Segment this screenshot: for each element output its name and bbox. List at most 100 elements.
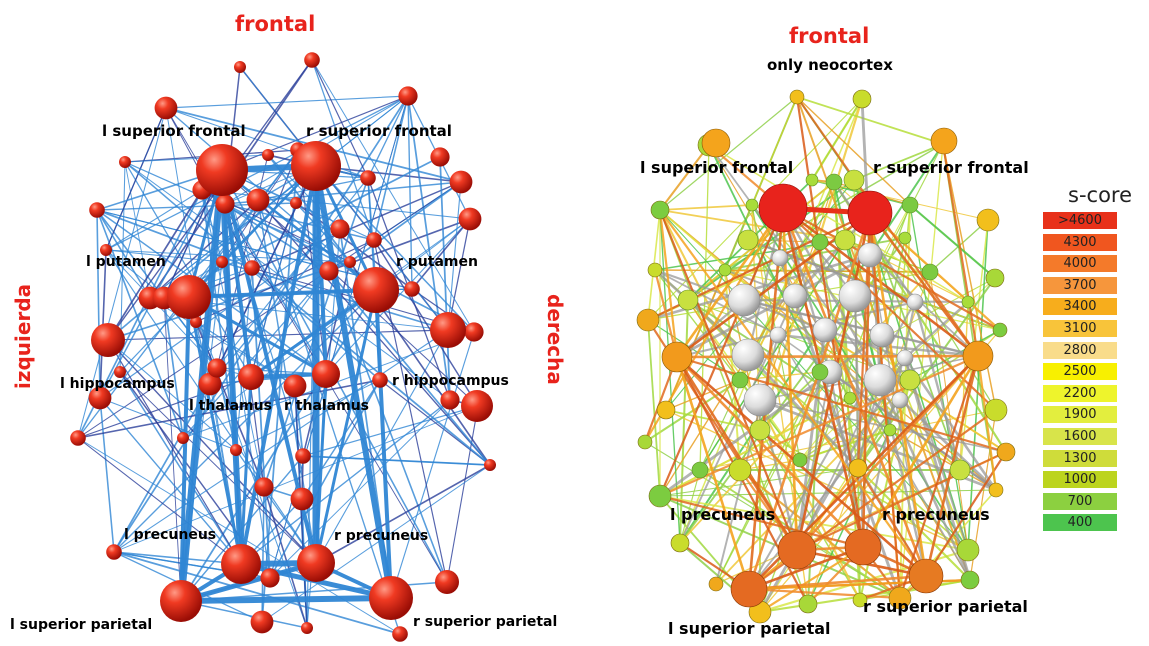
network-node	[262, 149, 274, 161]
network-edge	[658, 143, 711, 212]
legend-swatch: >4600	[1043, 212, 1117, 229]
legend-label: 2500	[1063, 364, 1097, 380]
legend-label: 3400	[1063, 299, 1097, 315]
network-edge	[105, 189, 203, 251]
network-node	[812, 317, 838, 343]
right-subtitle-only-neocortex: only neocortex	[767, 56, 893, 74]
hub-node	[312, 360, 340, 388]
network-edge	[446, 405, 479, 583]
hub-edge	[868, 211, 980, 358]
legend-label: 1000	[1063, 472, 1097, 488]
left-frontal-title: frontal	[235, 12, 316, 36]
network-edge	[878, 378, 972, 582]
network-edge	[679, 469, 701, 544]
network-node	[392, 626, 408, 642]
hub-node	[238, 364, 264, 390]
network-edge	[295, 202, 351, 263]
network-edge	[311, 59, 369, 179]
network-edge	[124, 154, 269, 163]
network-node	[996, 442, 1016, 462]
network-node	[207, 358, 227, 378]
network-node	[737, 229, 759, 251]
network-edge	[853, 143, 944, 181]
hub-edge	[178, 595, 394, 604]
network-edge	[407, 95, 413, 290]
hub-edge	[941, 142, 980, 358]
legend-label: >4600	[1058, 213, 1102, 228]
hub-node	[291, 141, 341, 191]
network-edge	[746, 206, 785, 357]
hub-edge	[795, 450, 1008, 552]
right-label-r-superior-frontal: r superior frontal	[873, 158, 1029, 177]
legend-swatch: 700	[1043, 492, 1117, 510]
network-node	[956, 538, 980, 562]
hub-edge	[675, 355, 865, 549]
network-node	[290, 487, 314, 511]
network-node	[749, 419, 771, 441]
legend-swatch: 3100	[1043, 320, 1117, 337]
hub-edge	[658, 494, 865, 549]
network-node	[960, 570, 980, 590]
legend-swatch: 4000	[1043, 255, 1117, 273]
hub-edge	[249, 288, 378, 379]
network-node	[731, 371, 749, 389]
network-edge	[113, 383, 211, 553]
network-edge	[251, 267, 271, 579]
hub-edge	[675, 206, 785, 359]
network-edge	[113, 551, 401, 635]
network-edge	[105, 95, 409, 251]
network-edge	[261, 464, 491, 623]
network-node	[398, 86, 418, 106]
legend-swatch: 400	[1043, 514, 1117, 532]
network-node	[177, 432, 189, 444]
network-node	[825, 173, 843, 191]
hub-node	[160, 580, 202, 622]
hub-node	[297, 544, 335, 582]
hub-edge	[781, 206, 1002, 332]
network-node	[789, 89, 805, 105]
network-edge	[869, 254, 979, 357]
network-node	[190, 316, 202, 328]
network-edge	[899, 143, 944, 599]
network-node	[458, 207, 482, 231]
label-l-precuneus: l precuneus	[124, 527, 217, 543]
network-node	[637, 434, 653, 450]
right-side-label-derecha: derecha	[543, 294, 567, 385]
hub-node	[758, 183, 808, 233]
network-node	[985, 268, 1005, 288]
network-edge	[149, 95, 409, 299]
network-node	[330, 219, 350, 239]
hub-edge	[747, 211, 872, 591]
network-node	[771, 249, 789, 267]
legend-label: 700	[1067, 493, 1093, 509]
network-node	[869, 322, 895, 348]
network-node	[811, 233, 829, 251]
network-node	[648, 484, 672, 508]
network-node	[215, 194, 235, 214]
network-edge	[909, 204, 969, 551]
network-node	[896, 349, 914, 367]
network-edge	[302, 455, 491, 466]
network-edge	[447, 181, 462, 331]
network-edge	[373, 95, 409, 241]
network-edge	[647, 319, 661, 497]
network-edge	[373, 239, 479, 407]
network-edge	[224, 203, 327, 375]
right-label-r-superior-parietal: r superior parietal	[863, 597, 1028, 616]
label-r-hippocampus: r hippocampus	[392, 373, 509, 389]
legend-swatch: 3400	[1043, 298, 1117, 316]
hub-node	[777, 530, 817, 570]
network-node	[650, 200, 670, 220]
hub-node	[167, 275, 211, 319]
label-l-thalamus: l thalamus	[189, 398, 272, 414]
network-node	[198, 372, 222, 396]
network-node	[834, 229, 856, 251]
hub-node	[221, 544, 261, 584]
network-node	[304, 52, 320, 68]
network-node	[464, 322, 484, 342]
network-node	[246, 188, 270, 212]
network-node	[883, 423, 897, 437]
network-node	[745, 198, 759, 212]
network-node	[70, 430, 86, 446]
hub-node	[661, 341, 693, 373]
